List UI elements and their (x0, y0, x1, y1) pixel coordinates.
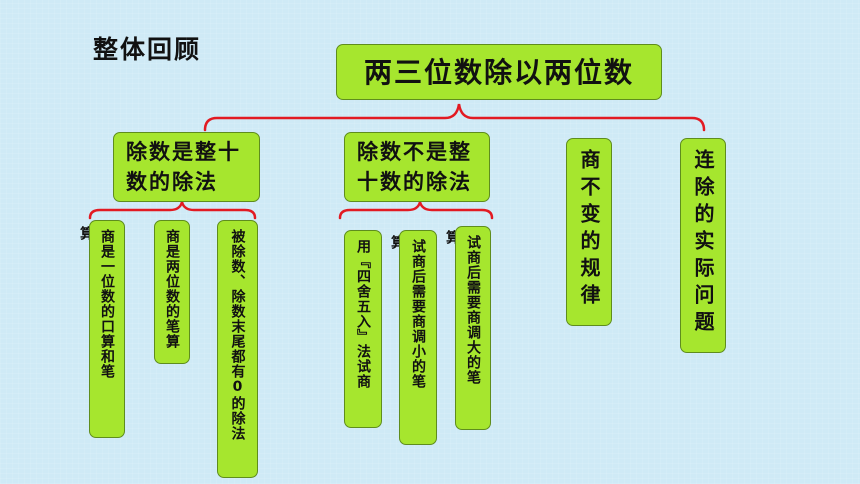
leaf-trailing-zeros: 被除数、除数末尾都有0的除法 (217, 220, 258, 478)
root-concept-box: 两三位数除以两位数 (336, 44, 662, 100)
leaf-adjust-quotient-smaller: 试商后需要商调小的笔 (399, 230, 437, 445)
branch-divisor-whole-ten: 除数是整十数的除法 (113, 132, 260, 202)
branch-continuous-division: 连除的实际问题 (680, 138, 726, 353)
branch-quotient-invariance: 商不变的规律 (566, 138, 612, 326)
leaf-single-digit-quotient: 商是一位数的口算和笔 (89, 220, 125, 438)
b1-brace (88, 201, 257, 220)
leaf-adjust-quotient-larger: 试商后需要商调大的笔 (455, 226, 491, 430)
heading: 整体回顾 (93, 35, 202, 64)
root-brace (203, 103, 706, 132)
b2-brace (338, 201, 494, 220)
branch-divisor-not-whole-ten: 除数不是整十数的除法 (344, 132, 490, 202)
leaf-two-digit-quotient: 商是两位数的笔算 (154, 220, 190, 364)
leaf-rounding-trial-quotient: 用『四舍五入』法试商 (344, 230, 382, 428)
